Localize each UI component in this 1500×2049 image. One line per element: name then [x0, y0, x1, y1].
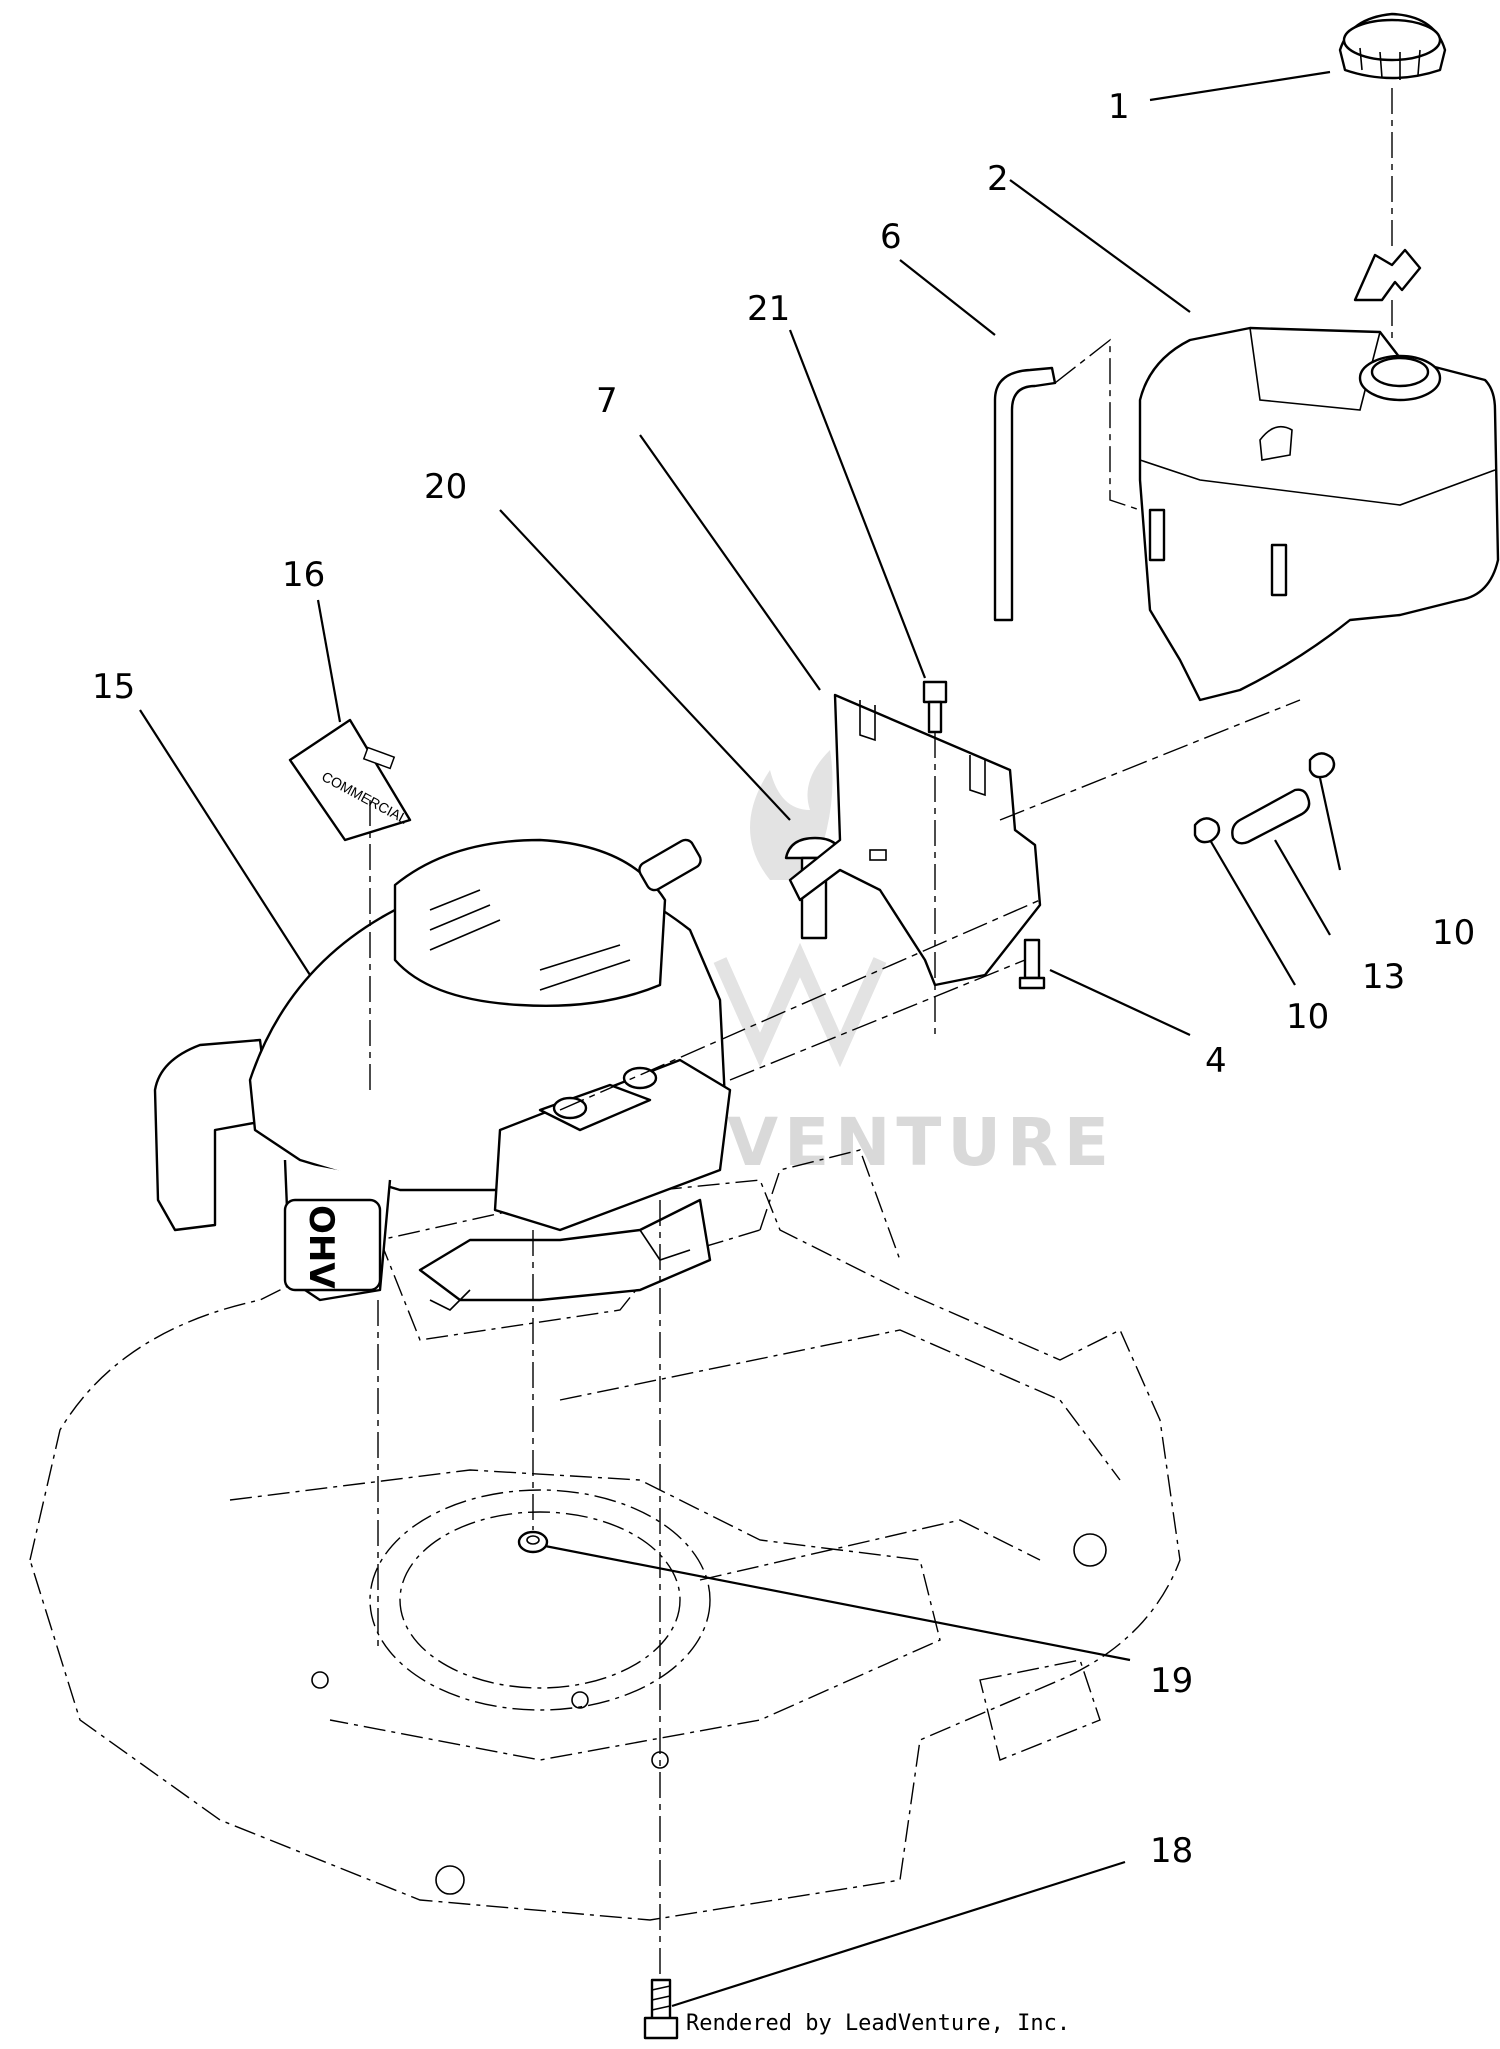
callout-6: 6 [880, 217, 902, 257]
callout-19: 19 [1150, 1661, 1193, 1701]
leader-lines [139, 70, 1342, 2008]
callout-1: 1 [1108, 87, 1130, 127]
fuel-cap [1338, 12, 1447, 302]
mower-deck [29, 1149, 1181, 1921]
callout-20: 20 [424, 467, 467, 507]
callout-4: 4 [1205, 1041, 1227, 1081]
fuel-line [1231, 788, 1311, 845]
hose-clamp [1193, 817, 1221, 844]
decal: COMMERCIAL [288, 718, 412, 842]
screw-4 [1018, 938, 1046, 990]
callout-labels: 1 2 6 21 7 20 16 15 10 13 10 4 19 18 [92, 87, 1475, 1871]
credit-text: Rendered by LeadVenture, Inc. [686, 2011, 1070, 2036]
callout-15: 15 [92, 667, 135, 707]
callout-21: 21 [747, 289, 790, 329]
engine-badge: OHV [301, 1205, 341, 1289]
tank-bracket [788, 693, 1042, 987]
callout-16: 16 [282, 555, 325, 595]
engine: OHV [153, 838, 732, 1311]
hose-clamp [1308, 752, 1336, 779]
callout-2: 2 [987, 159, 1009, 199]
bolt-18 [643, 1978, 679, 2040]
callout-13: 13 [1362, 957, 1405, 997]
callout-10-left: 10 [1286, 997, 1329, 1037]
fuel-tank [1138, 326, 1500, 702]
nut-19 [517, 1530, 549, 1554]
bolt-21 [922, 680, 948, 734]
callout-10-right: 10 [1432, 913, 1475, 953]
callout-7: 7 [596, 381, 618, 421]
vent-tube [993, 366, 1057, 622]
callout-18: 18 [1150, 1831, 1193, 1871]
assembly-lines [369, 88, 1393, 1975]
